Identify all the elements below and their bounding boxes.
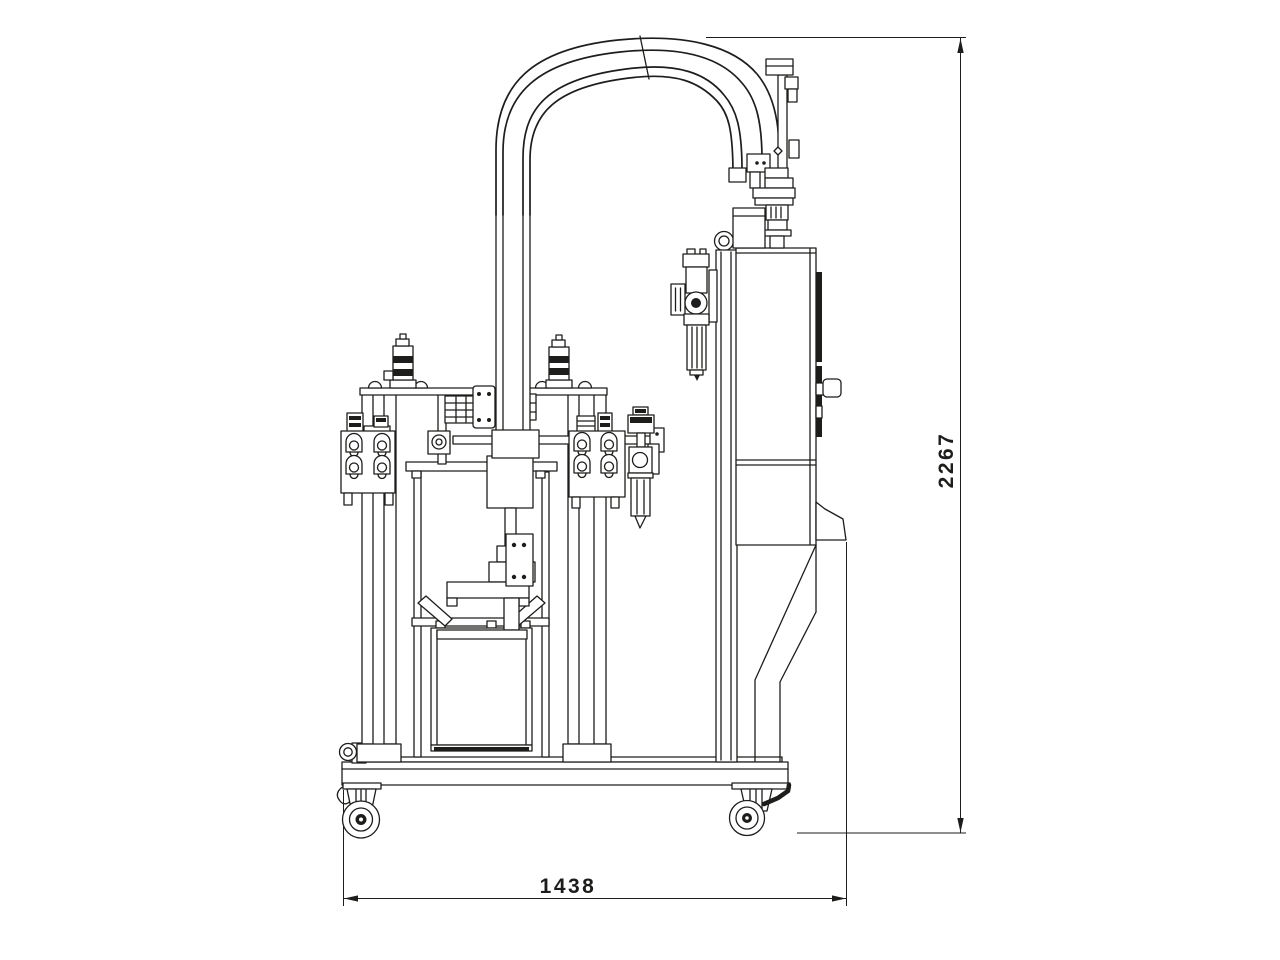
brake-lever bbox=[761, 782, 792, 807]
side-bracket bbox=[505, 533, 534, 587]
dispense-head bbox=[728, 58, 800, 249]
column-foot bbox=[562, 743, 612, 763]
drum-body bbox=[430, 627, 533, 746]
support-arm bbox=[417, 595, 453, 627]
dome-nut bbox=[577, 380, 593, 389]
muffler bbox=[383, 370, 394, 381]
mid-plate bbox=[405, 461, 558, 479]
cage-crossbar bbox=[411, 617, 550, 627]
gauge bbox=[631, 451, 649, 469]
hose-fitting bbox=[728, 167, 747, 183]
caster-rear bbox=[728, 782, 792, 837]
width-dimension-label: 1438 bbox=[540, 875, 597, 898]
pump-frame bbox=[356, 391, 612, 763]
caster-plate-rear bbox=[731, 782, 791, 790]
control-panel bbox=[472, 385, 496, 429]
column-foot bbox=[356, 743, 402, 763]
arrowhead-left-icon bbox=[344, 895, 358, 902]
clamp-block-left bbox=[340, 412, 396, 506]
caster-plate-front bbox=[342, 782, 382, 790]
dimension-height: 2267 bbox=[706, 37, 966, 834]
material-drum bbox=[417, 595, 546, 752]
tube-junction bbox=[491, 429, 540, 459]
control-cabinet bbox=[735, 247, 847, 763]
rear-leg-inner bbox=[779, 611, 817, 763]
arrowhead-down-icon bbox=[957, 818, 964, 833]
mounting-bracket bbox=[708, 269, 718, 323]
riser-tube bbox=[427, 214, 540, 459]
drain bbox=[634, 515, 647, 529]
pump-cylinder bbox=[486, 455, 534, 509]
cabinet-body bbox=[735, 247, 817, 546]
filter-bowl bbox=[630, 477, 651, 517]
air-filter-regulator-upper bbox=[670, 248, 718, 381]
air-motor-left bbox=[383, 333, 417, 389]
dimension-width: 1438 bbox=[343, 542, 847, 906]
height-dimension-label: 2267 bbox=[935, 432, 958, 489]
head-flange bbox=[762, 229, 792, 237]
dome-nut bbox=[367, 380, 383, 389]
rear-leg-outer bbox=[754, 544, 817, 762]
arrowhead-up-icon bbox=[957, 38, 964, 53]
hose-arch bbox=[495, 35, 780, 216]
pump-stem bbox=[503, 597, 520, 631]
latch bbox=[815, 405, 823, 419]
mixer-ribbed bbox=[765, 204, 789, 221]
junction-box bbox=[732, 207, 766, 249]
bolt bbox=[773, 146, 783, 156]
manifold-hatch-block bbox=[444, 395, 478, 424]
regulator-body bbox=[685, 266, 708, 294]
caster-front bbox=[341, 788, 381, 839]
arrowhead-right-icon bbox=[832, 895, 846, 902]
air-filter-regulator-lower bbox=[627, 406, 665, 529]
hinge bbox=[816, 272, 822, 362]
door-handle bbox=[822, 378, 842, 398]
cage-post bbox=[541, 471, 550, 758]
frame-post bbox=[713, 230, 738, 763]
clamp-block-right bbox=[568, 412, 626, 509]
cage-post bbox=[413, 471, 422, 758]
rear-foot-bracket bbox=[815, 501, 847, 541]
drain bbox=[694, 375, 700, 381]
metering-pump bbox=[436, 455, 536, 640]
air-motor-right bbox=[545, 334, 573, 389]
top-bracket bbox=[765, 58, 794, 76]
gauge-block bbox=[670, 283, 686, 316]
follower-plate bbox=[436, 629, 528, 640]
hose-clamp bbox=[639, 35, 650, 80]
hinge bbox=[816, 366, 822, 437]
